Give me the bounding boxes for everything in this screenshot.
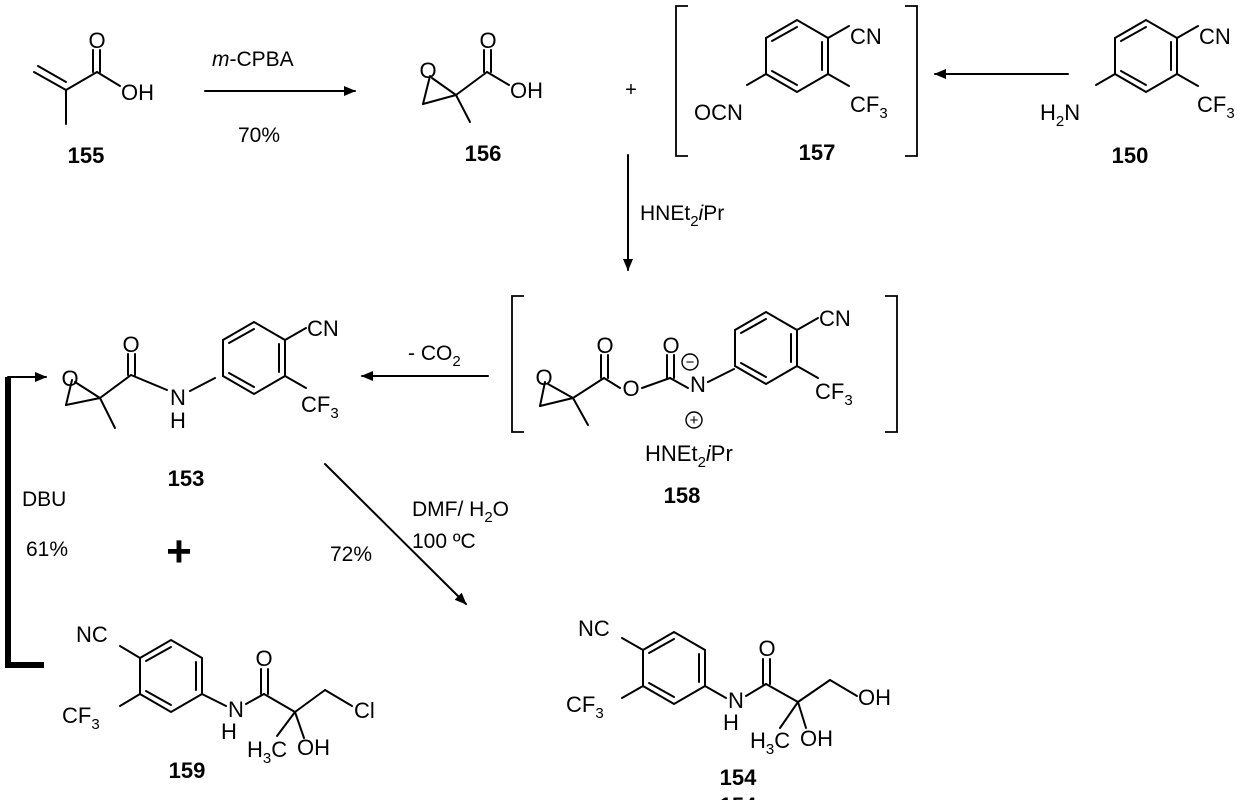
epoxide-oxygen-label: O (419, 58, 436, 83)
methyl-label: H3C (247, 737, 287, 767)
nitrile-label: CN (850, 24, 882, 49)
positive-charge-symbol: + (690, 412, 699, 429)
compound-155-structure: O OH (33, 28, 154, 125)
plus-sign: + (625, 79, 637, 101)
amide-hydrogen-label: H (723, 710, 739, 735)
compound-label-158: 158 (664, 483, 701, 508)
compound-label-155: 155 (68, 143, 105, 168)
amide-hydrogen-label: H (221, 719, 237, 744)
compound-150-structure: CN CF3 H2N (1040, 18, 1235, 130)
left-bracket (511, 295, 524, 433)
base-hnet2ipr: HNEt2iPr (640, 202, 724, 230)
carbonyl-oxygen-label: O (255, 646, 272, 671)
oxygen-label: O (88, 28, 105, 53)
nitrile-label: NC (76, 622, 108, 647)
yield-72: 72% (330, 543, 372, 566)
reagent-mcpba: m-CPBA (212, 48, 294, 71)
hydroxyl-label: OH (858, 685, 891, 710)
left-bracket (675, 5, 688, 157)
epoxide-oxygen-label: O (535, 365, 552, 390)
trifluoromethyl-label: CF3 (815, 379, 853, 409)
compound-label-157: 157 (799, 140, 836, 165)
negative-charge-symbol: − (686, 354, 695, 371)
counterion-hnet2ipr: HNEt2iPr (645, 441, 733, 471)
temperature: 100 ºC (412, 530, 476, 553)
hydroxyl-label: OH (800, 726, 833, 751)
hydroxyl-label: OH (121, 80, 154, 105)
compound-159-structure: NC CF3 N H O H3C OH Cl (62, 622, 375, 767)
loss-of-co2: - CO2 (408, 342, 461, 370)
compound-label-154-duplicate: 154 (720, 793, 757, 800)
trifluoromethyl-label: CF3 (1197, 92, 1235, 122)
yield-61: 61% (26, 538, 68, 561)
methyl-label: H3C (750, 728, 790, 758)
nitrile-label: CN (307, 316, 339, 341)
oxygen-label: O (479, 28, 496, 53)
positive-charge-icon (685, 411, 703, 429)
compound-label-153: 153 (168, 466, 205, 491)
compound-156-structure: O O OH (419, 28, 543, 123)
amide-nitrogen-label: N (228, 697, 244, 722)
compound-157-structure: CN CF3 OCN (694, 18, 888, 125)
right-bracket (905, 5, 918, 157)
compound-label-154: 154 (720, 765, 757, 790)
right-bracket (885, 295, 898, 433)
compound-label-156: 156 (465, 141, 502, 166)
compound-label-159: 159 (169, 758, 206, 783)
isocyanate-label: OCN (694, 100, 743, 125)
amide-hydrogen-label: H (170, 408, 186, 433)
epoxide-oxygen-label: O (61, 366, 78, 391)
amide-nitrogen-label: N (170, 385, 186, 410)
compound-label-150: 150 (1112, 143, 1149, 168)
hydroxyl-label: OH (510, 78, 543, 103)
nitrile-label: NC (578, 616, 610, 641)
nitrile-label: CN (1199, 24, 1231, 49)
arrow-153-to-154 (324, 463, 467, 605)
trifluoromethyl-label: CF3 (850, 92, 888, 122)
trifluoromethyl-label: CF3 (566, 692, 604, 722)
ester-oxygen-label: O (622, 376, 639, 401)
reagent-dbu: DBU (22, 488, 66, 511)
compound-158-structure: − + O O O O N CN CF3 HNEt2iPr (535, 306, 852, 471)
amide-nitrogen-label: N (728, 688, 744, 713)
compound-153-structure: O O N H CN CF3 (61, 316, 338, 433)
nitrogen-anion-label: N (690, 372, 706, 397)
amino-label: H2N (1040, 100, 1080, 130)
carbonyl-oxygen-label: O (758, 636, 775, 661)
trifluoromethyl-label: CF3 (301, 392, 339, 422)
hydroxyl-label: OH (297, 735, 330, 760)
chlorine-label: Cl (354, 698, 375, 723)
carbonyl-oxygen-label: O (596, 333, 613, 358)
compound-154-structure: NC CF3 N H O H3C OH OH (566, 616, 891, 758)
plus-sign-large: + (166, 527, 192, 576)
solvent-dmf-water: DMF/ H2O (412, 498, 509, 526)
nitrile-label: CN (819, 306, 851, 331)
carbonyl-oxygen-label: O (122, 332, 139, 357)
recycle-bracket-line (5, 377, 44, 668)
carbonyl-oxygen-label: O (662, 333, 679, 358)
negative-charge-icon (681, 353, 699, 371)
trifluoromethyl-label: CF3 (62, 703, 100, 733)
yield-70: 70% (238, 124, 280, 147)
